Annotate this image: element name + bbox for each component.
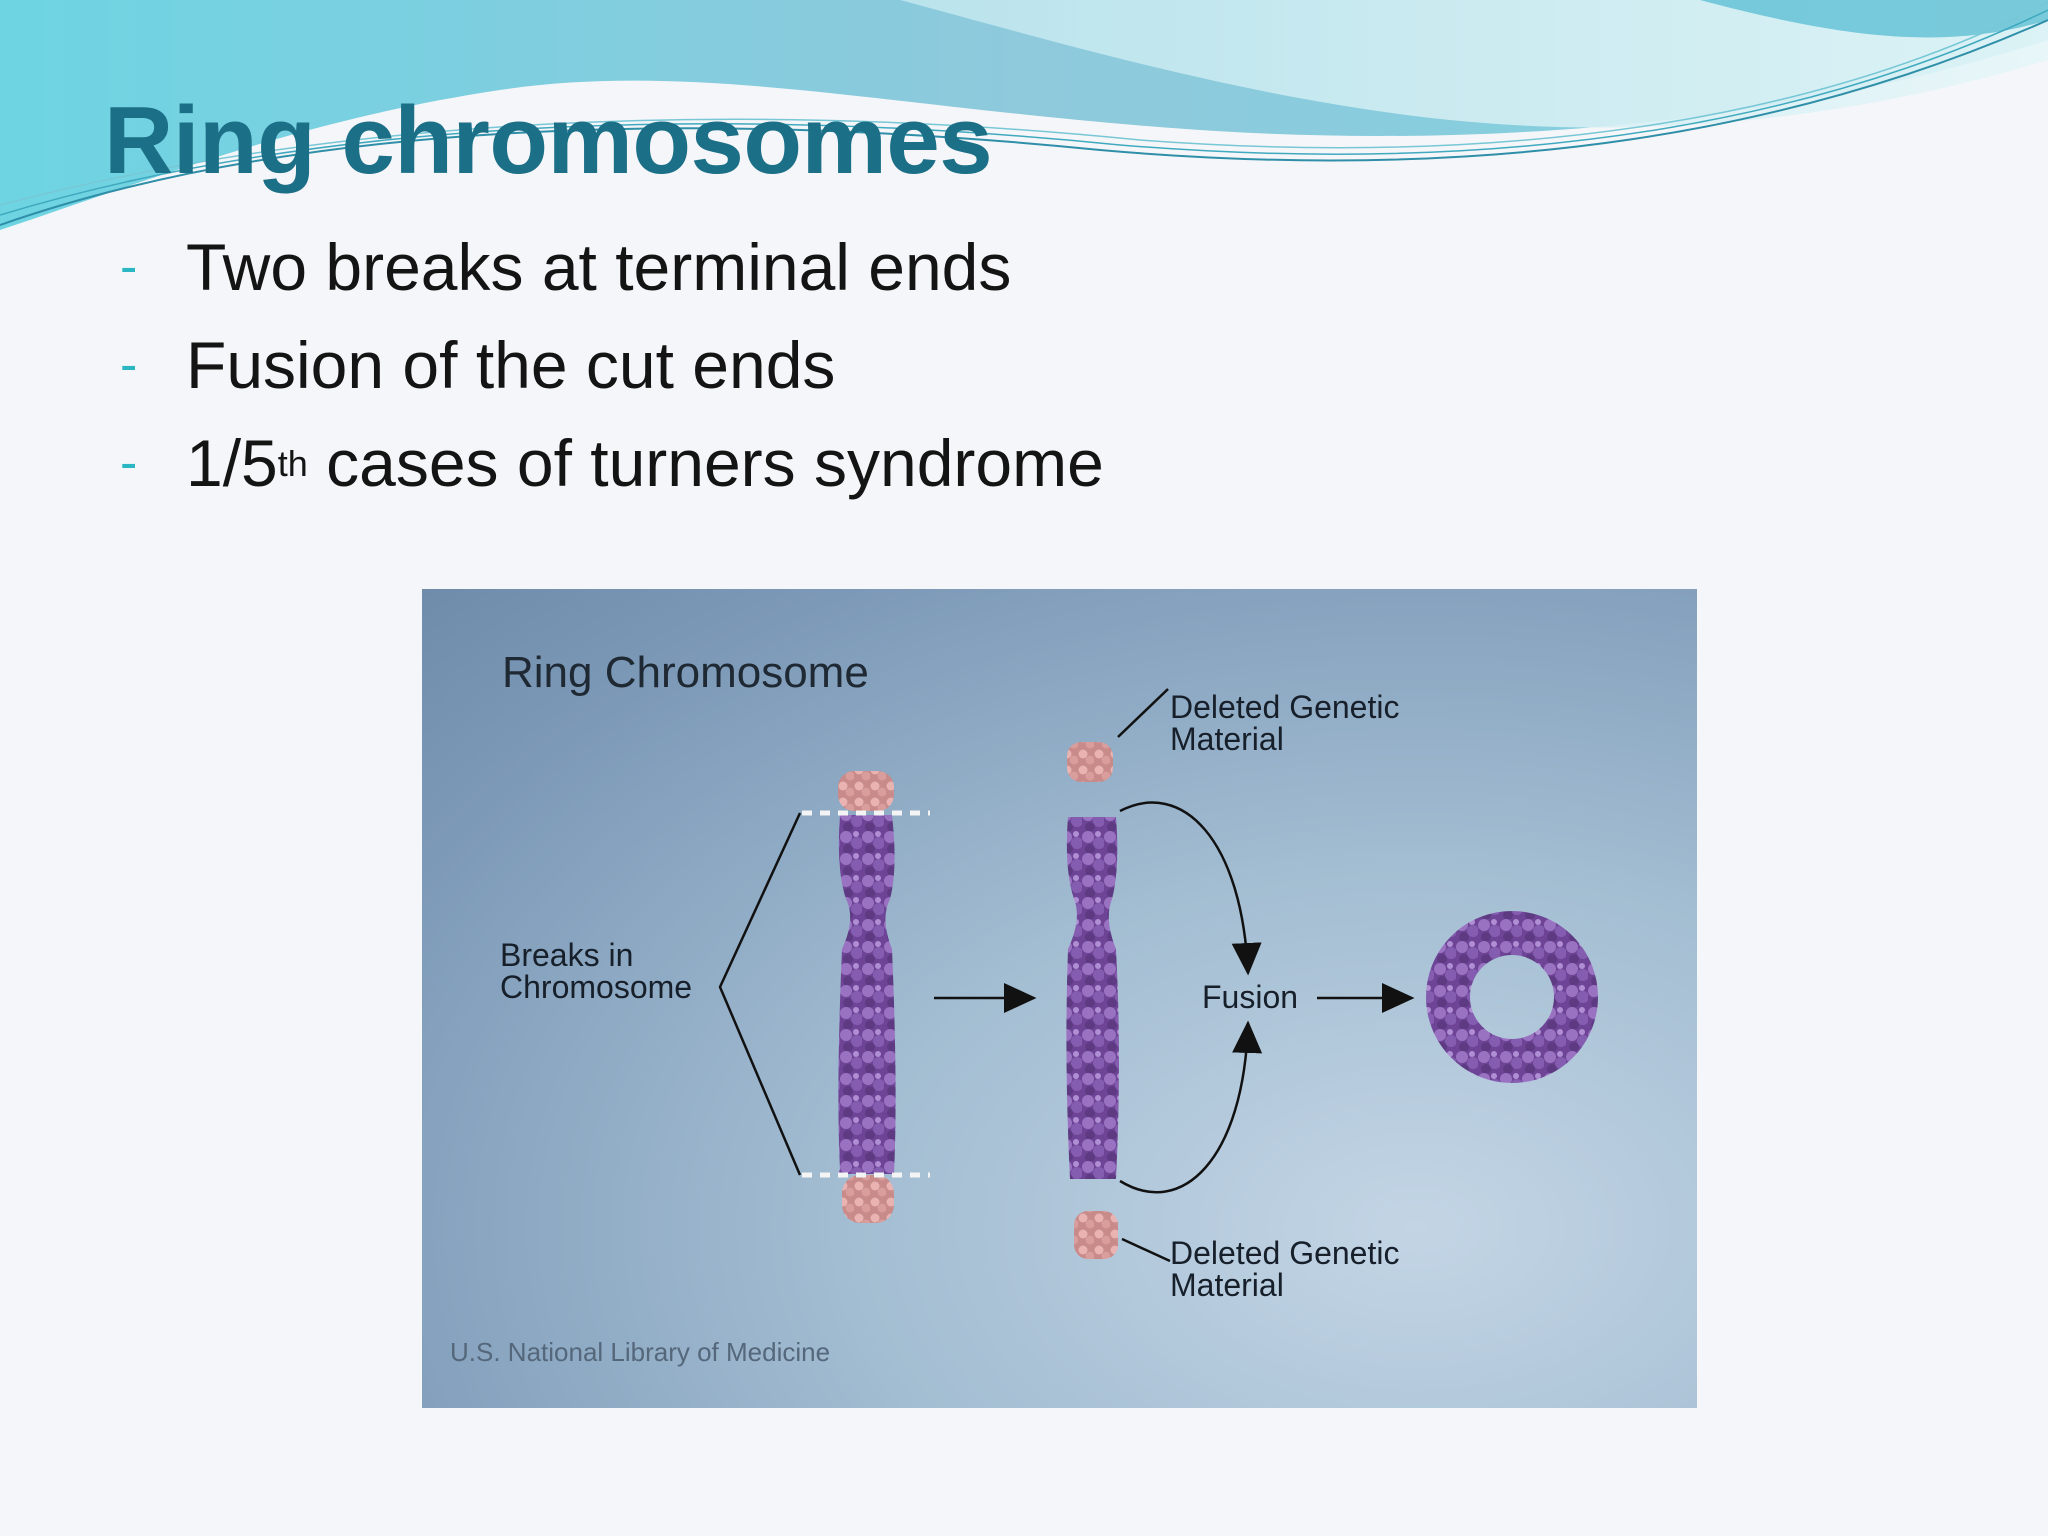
fusion-arrow-top bbox=[1119, 801, 1262, 976]
ring-chromosome bbox=[1426, 911, 1598, 1083]
bullet-text: 1/5th cases of turners syndrome bbox=[186, 425, 1104, 501]
bullet-item: - Two breaks at terminal ends bbox=[120, 218, 1104, 316]
label-line: Breaks in bbox=[500, 937, 634, 973]
bullet-text-pre: 1/5 bbox=[186, 426, 278, 500]
bullet-text-post: cases of turners syndrome bbox=[307, 426, 1104, 500]
chromosome-body bbox=[838, 815, 896, 1174]
bullet-list: - Two breaks at terminal ends - Fusion o… bbox=[120, 218, 1104, 512]
label-line: Deleted Genetic bbox=[1170, 689, 1400, 725]
bullet-dash: - bbox=[120, 238, 138, 296]
label-line: Material bbox=[1170, 1267, 1284, 1303]
top-terminal-segment bbox=[838, 771, 894, 811]
label-line: Material bbox=[1170, 721, 1284, 757]
figure-title: Ring Chromosome bbox=[502, 648, 869, 697]
deleted-bottom-fragment bbox=[1074, 1211, 1118, 1259]
fusion-label: Fusion bbox=[1202, 979, 1299, 1015]
slide-title: Ring chromosomes bbox=[104, 87, 993, 194]
breaks-bracket bbox=[718, 812, 802, 1176]
bullet-dash: - bbox=[120, 434, 138, 492]
label-line: Deleted Genetic bbox=[1170, 1235, 1400, 1271]
bullet-item: - 1/5th cases of turners syndrome bbox=[120, 414, 1104, 512]
pointer-deleted-top bbox=[1117, 688, 1169, 738]
deleted-top-fragment bbox=[1067, 742, 1113, 782]
deleted-material-bottom-label: Deleted Genetic Material bbox=[1170, 1237, 1399, 1301]
pointer-deleted-bottom bbox=[1121, 1237, 1171, 1263]
deleted-material-top-label: Deleted Genetic Material bbox=[1170, 691, 1399, 755]
ring-chromosome-diagram bbox=[718, 688, 1598, 1263]
decorative-waves-header bbox=[0, 0, 2048, 230]
bottom-terminal-segment bbox=[842, 1175, 894, 1223]
remaining-chromosome bbox=[1066, 817, 1119, 1179]
breaks-in-chromosome-label: Breaks in Chromosome bbox=[500, 939, 692, 1003]
image-credit: U.S. National Library of Medicine bbox=[450, 1337, 831, 1367]
broken-chromosome bbox=[1066, 688, 1263, 1263]
label-line: Chromosome bbox=[500, 969, 693, 1005]
bullet-dash: - bbox=[120, 336, 138, 394]
bullet-superscript: th bbox=[277, 443, 308, 484]
ring-chromosome-figure: Ring Chromosome Deleted Genetic Material… bbox=[422, 589, 1697, 1408]
fusion-arrow-bottom bbox=[1119, 1020, 1263, 1194]
bullet-item: - Fusion of the cut ends bbox=[120, 316, 1104, 414]
original-chromosome bbox=[718, 771, 930, 1223]
bullet-text: Two breaks at terminal ends bbox=[186, 230, 1012, 304]
bullet-text: Fusion of the cut ends bbox=[186, 328, 836, 402]
